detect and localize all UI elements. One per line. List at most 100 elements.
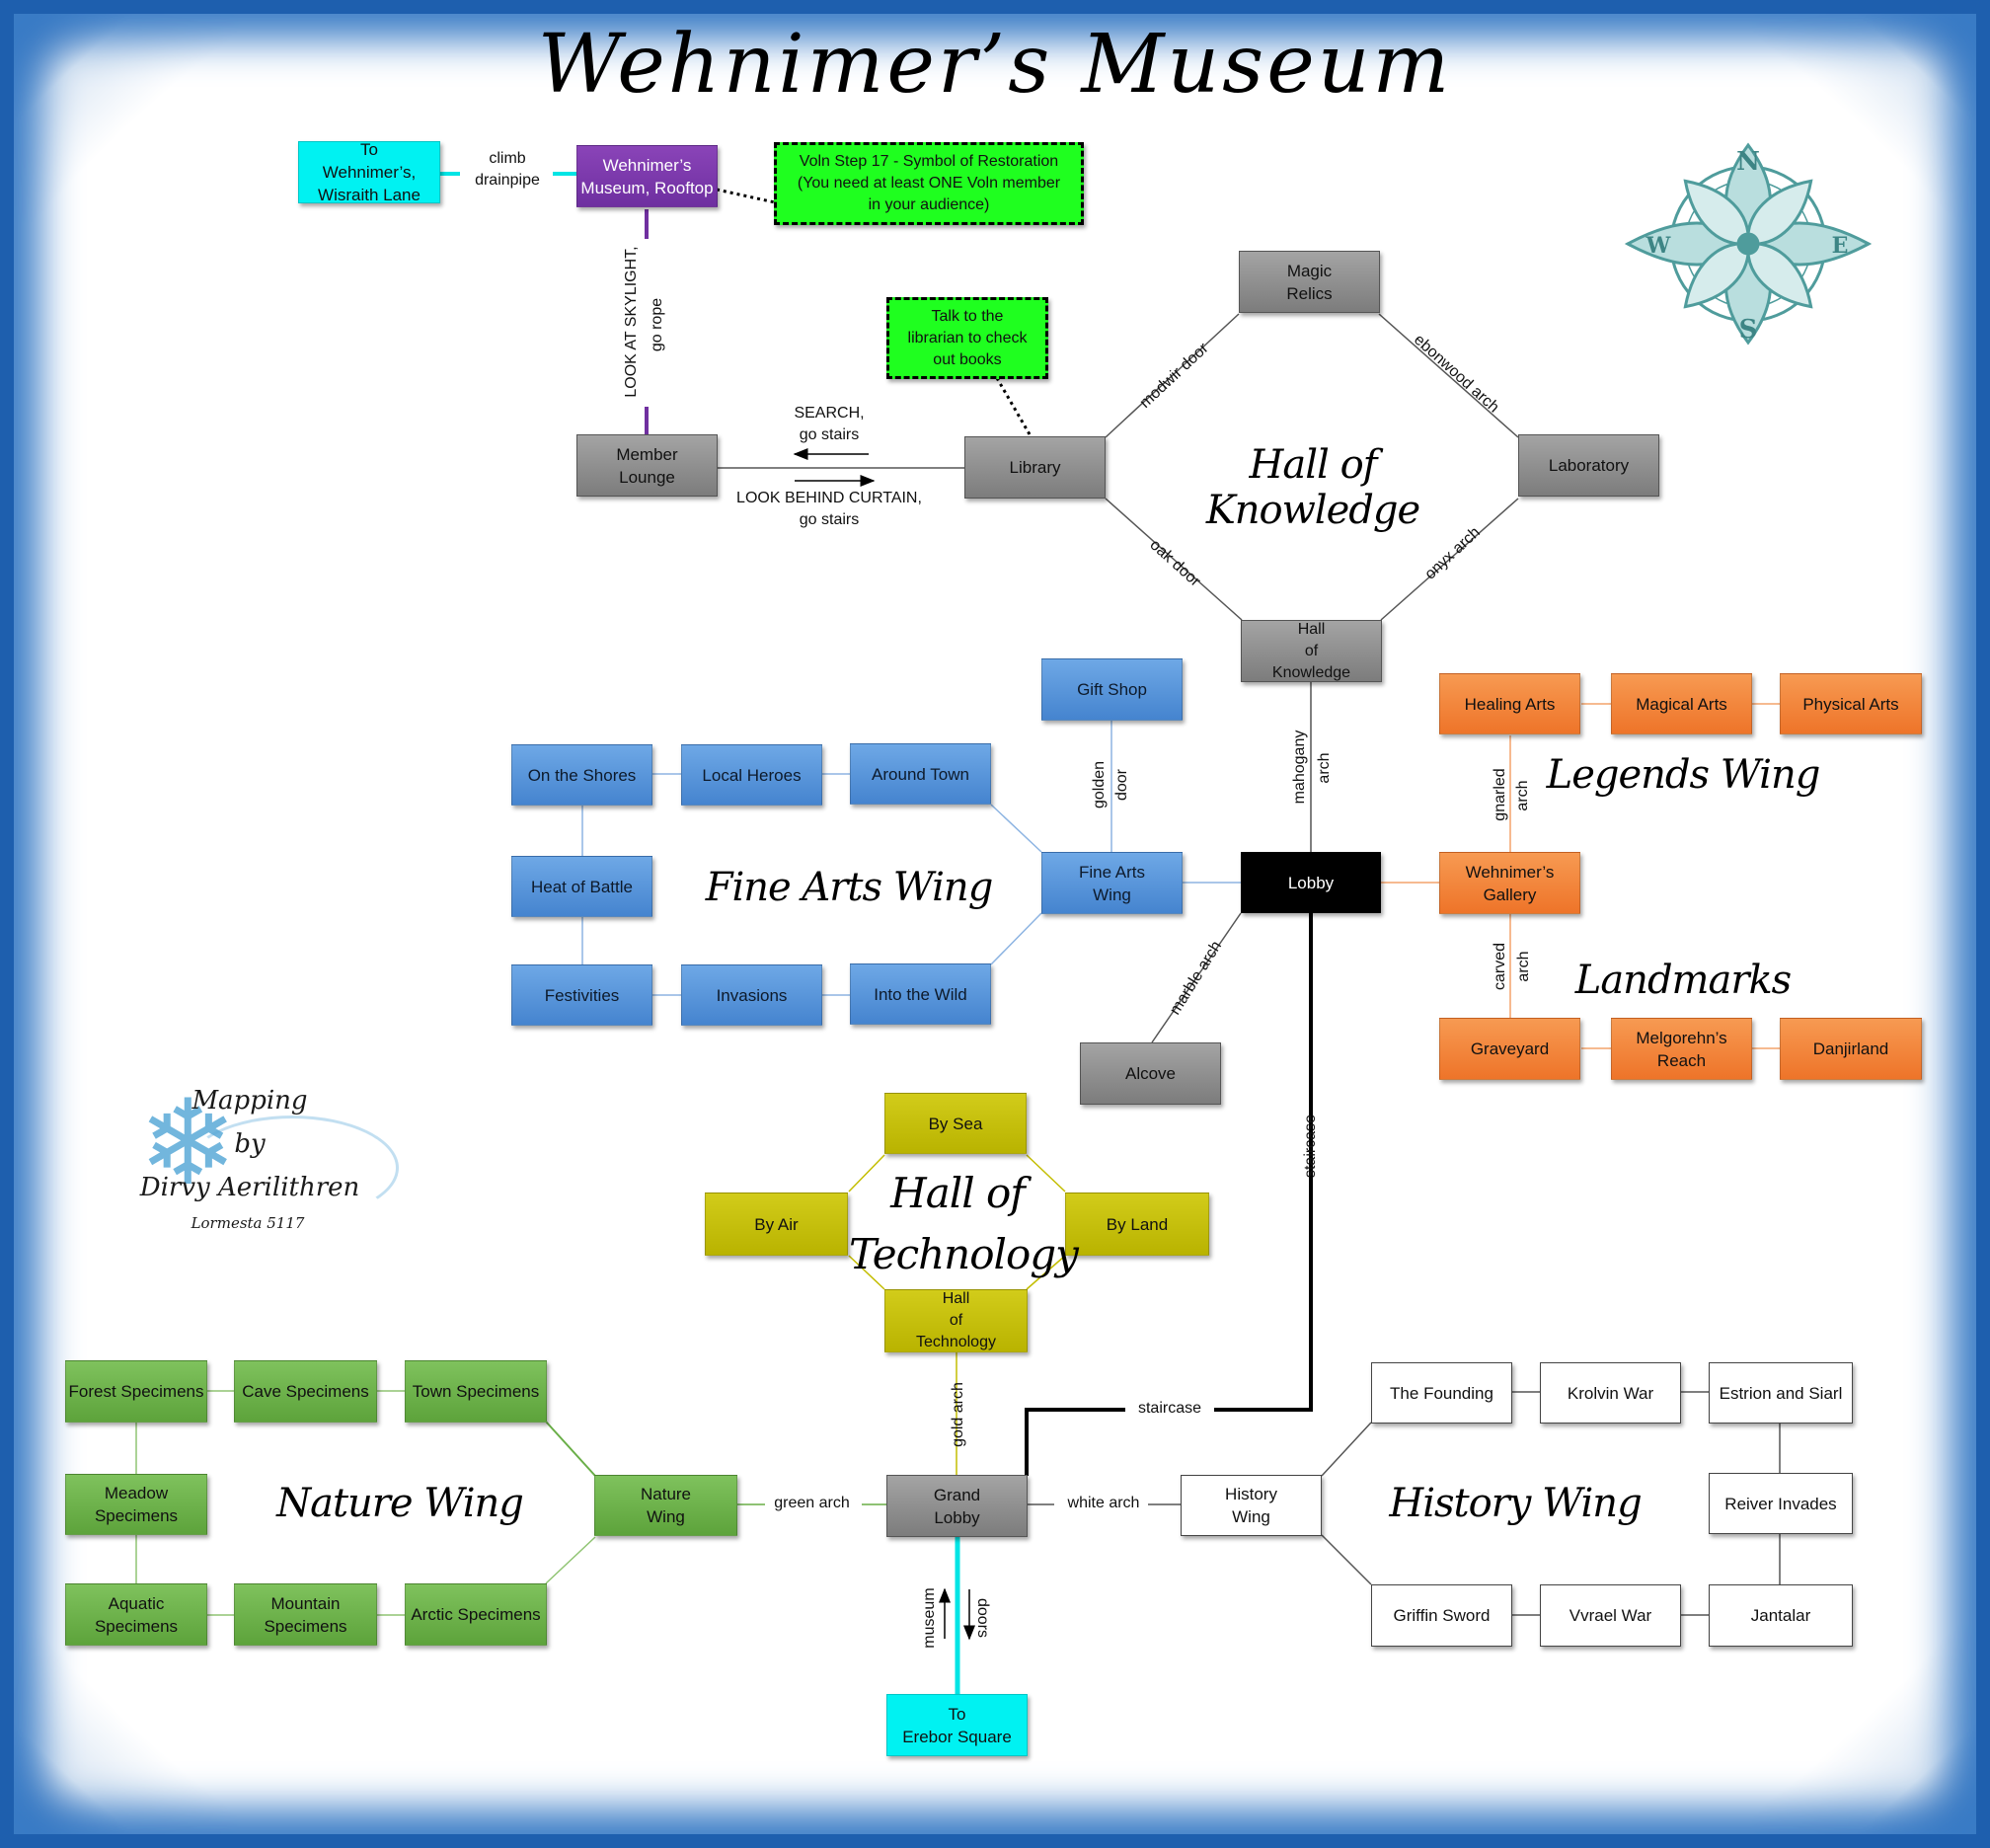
label-go-rope: go rope xyxy=(649,297,665,352)
room-by-land[interactable]: By Land xyxy=(1065,1193,1209,1256)
room-the-founding[interactable]: The Founding xyxy=(1371,1362,1512,1424)
heading-nature-wing: Nature Wing xyxy=(276,1481,524,1526)
room-library[interactable]: Library xyxy=(964,436,1106,499)
room-member-lounge[interactable]: Member Lounge xyxy=(576,434,718,497)
room-healing-arts[interactable]: Healing Arts xyxy=(1439,673,1580,734)
room-forest-specimens[interactable]: Forest Specimens xyxy=(65,1360,207,1423)
heading-hall-of-knowledge: Hall of Knowledge xyxy=(1205,442,1420,533)
room-vvrael-war[interactable]: Vvrael War xyxy=(1540,1584,1681,1647)
room-rooftop[interactable]: Wehnimer’s Museum, Rooftop xyxy=(576,145,718,207)
room-nature-wing[interactable]: Nature Wing xyxy=(594,1475,737,1536)
map-title: Wehnimer’s Museum xyxy=(537,18,1453,112)
wire-lobby-alcove xyxy=(1151,912,1242,1043)
room-by-sea[interactable]: By Sea xyxy=(884,1093,1027,1154)
wire-tech-4 xyxy=(1026,1255,1066,1290)
credit-line-author: Dirvy Aerilithren xyxy=(139,1173,360,1202)
note-librarian: Talk to the librarian to check out books xyxy=(886,297,1048,379)
wire-tech-2 xyxy=(1026,1154,1066,1193)
credit-badge: ❄ Mapping by Dirvy Aerilithren Lormesta … xyxy=(126,1076,399,1244)
note-voln-step: Voln Step 17 - Symbol of Restoration (Yo… xyxy=(774,142,1084,225)
label-mahogany: mahogany xyxy=(1291,730,1308,805)
heading-landmarks: Landmarks xyxy=(1574,958,1792,1003)
label-staircase-vertical: staircase xyxy=(1302,1114,1319,1179)
room-fine-arts-wing[interactable]: Fine Arts Wing xyxy=(1041,852,1183,914)
room-by-air[interactable]: By Air xyxy=(705,1193,848,1256)
wire-lab-hall xyxy=(1380,498,1519,621)
room-arctic-specimens[interactable]: Arctic Specimens xyxy=(405,1583,547,1646)
room-mountain-specimens[interactable]: Mountain Specimens xyxy=(234,1583,377,1646)
room-laboratory[interactable]: Laboratory xyxy=(1518,434,1659,497)
wire-hi-2 xyxy=(1321,1534,1372,1585)
room-meadow-specimens[interactable]: Meadow Specimens xyxy=(65,1474,207,1535)
snowflake-icon: ❄ xyxy=(138,1077,238,1209)
room-around-town[interactable]: Around Town xyxy=(850,743,991,805)
wire-na-3 xyxy=(545,1421,596,1477)
compass-letter-n: N xyxy=(1736,147,1760,177)
label-doors: doors xyxy=(974,1597,991,1639)
wire-fa-8 xyxy=(990,912,1042,965)
room-hall-of-technology[interactable]: Hall of Technology xyxy=(884,1289,1028,1352)
room-wehnimers-gallery[interactable]: Wehnimer’s Gallery xyxy=(1439,852,1580,914)
compass-rose-icon: N E S W xyxy=(1624,142,1873,346)
credit-swirl xyxy=(186,1116,399,1220)
label-white-arch: white arch xyxy=(1067,1495,1140,1511)
room-on-the-shores[interactable]: On the Shores xyxy=(511,744,652,806)
room-heat-of-battle[interactable]: Heat of Battle xyxy=(511,856,652,917)
room-griffin-sword[interactable]: Griffin Sword xyxy=(1371,1584,1512,1647)
room-to-wisraith-lane[interactable]: To Wehnimer’s, Wisraith Lane xyxy=(298,140,440,204)
room-danjirland[interactable]: Danjirland xyxy=(1780,1018,1922,1080)
room-local-heroes[interactable]: Local Heroes xyxy=(681,744,822,806)
room-festivities[interactable]: Festivities xyxy=(511,964,652,1026)
label-gnarled: gnarled xyxy=(1492,768,1508,821)
label-carved: carved xyxy=(1492,942,1508,991)
room-estrion-and-siarl[interactable]: Estrion and Siarl xyxy=(1709,1362,1853,1424)
room-lobby[interactable]: Lobby xyxy=(1241,852,1381,913)
wire-library-hall xyxy=(1105,498,1243,621)
heading-legends-wing: Legends Wing xyxy=(1546,752,1821,798)
wire-rooftop-voln xyxy=(716,188,776,204)
label-staircase-horizontal: staircase xyxy=(1125,1398,1214,1420)
label-look-at-skylight: LOOK AT SKYLIGHT, xyxy=(623,246,640,398)
compass-letter-w: W xyxy=(1646,233,1671,259)
label-carved-arch: arch xyxy=(1515,951,1532,982)
label-golden-door: door xyxy=(1113,768,1130,802)
credit-line-date: Lormesta 5117 xyxy=(191,1214,305,1232)
room-cave-specimens[interactable]: Cave Specimens xyxy=(234,1360,377,1423)
room-magic-relics[interactable]: Magic Relics xyxy=(1239,251,1380,313)
label-climb-drainpipe: climb drainpipe xyxy=(475,150,540,189)
room-magical-arts[interactable]: Magical Arts xyxy=(1611,673,1752,734)
credit-line-by: by xyxy=(234,1129,266,1159)
room-jantalar[interactable]: Jantalar xyxy=(1709,1584,1853,1647)
room-hall-of-knowledge[interactable]: Hall of Knowledge xyxy=(1241,620,1382,682)
room-reiver-invades[interactable]: Reiver Invades xyxy=(1709,1473,1853,1534)
wire-relics-lab xyxy=(1378,313,1519,438)
room-town-specimens[interactable]: Town Specimens xyxy=(405,1360,547,1423)
label-search-go-stairs: SEARCH, go stairs xyxy=(794,405,865,443)
room-alcove[interactable]: Alcove xyxy=(1080,1042,1221,1105)
wire-tech-3 xyxy=(848,1255,885,1290)
room-krolvin-war[interactable]: Krolvin War xyxy=(1540,1362,1681,1424)
room-gift-shop[interactable]: Gift Shop xyxy=(1041,658,1183,721)
heading-hall-of-technology: Hall of Technology xyxy=(849,1169,1079,1278)
room-invasions[interactable]: Invasions xyxy=(681,964,822,1026)
wire-fa-3 xyxy=(990,804,1042,853)
label-museum: museum xyxy=(921,1587,938,1649)
credit-line-mapping: Mapping xyxy=(191,1086,308,1116)
wire-tech-1 xyxy=(848,1154,885,1193)
room-melgorehns-reach[interactable]: Melgorehn’s Reach xyxy=(1611,1018,1752,1080)
room-grand-lobby[interactable]: Grand Lobby xyxy=(886,1475,1028,1537)
room-graveyard[interactable]: Graveyard xyxy=(1439,1018,1580,1080)
room-into-the-wild[interactable]: Into the Wild xyxy=(850,963,991,1025)
compass-letter-s: S xyxy=(1739,315,1758,345)
room-history-wing[interactable]: History Wing xyxy=(1181,1475,1322,1536)
label-golden: golden xyxy=(1091,760,1108,809)
label-gnarled-arch: arch xyxy=(1514,780,1531,811)
room-to-erebor-square[interactable]: To Erebor Square xyxy=(886,1694,1028,1756)
compass-letter-e: E xyxy=(1832,233,1849,259)
room-aquatic-specimens[interactable]: Aquatic Specimens xyxy=(65,1583,207,1646)
room-physical-arts[interactable]: Physical Arts xyxy=(1780,673,1922,734)
wire-na-8 xyxy=(545,1536,596,1584)
heading-history-wing: History Wing xyxy=(1389,1481,1642,1526)
